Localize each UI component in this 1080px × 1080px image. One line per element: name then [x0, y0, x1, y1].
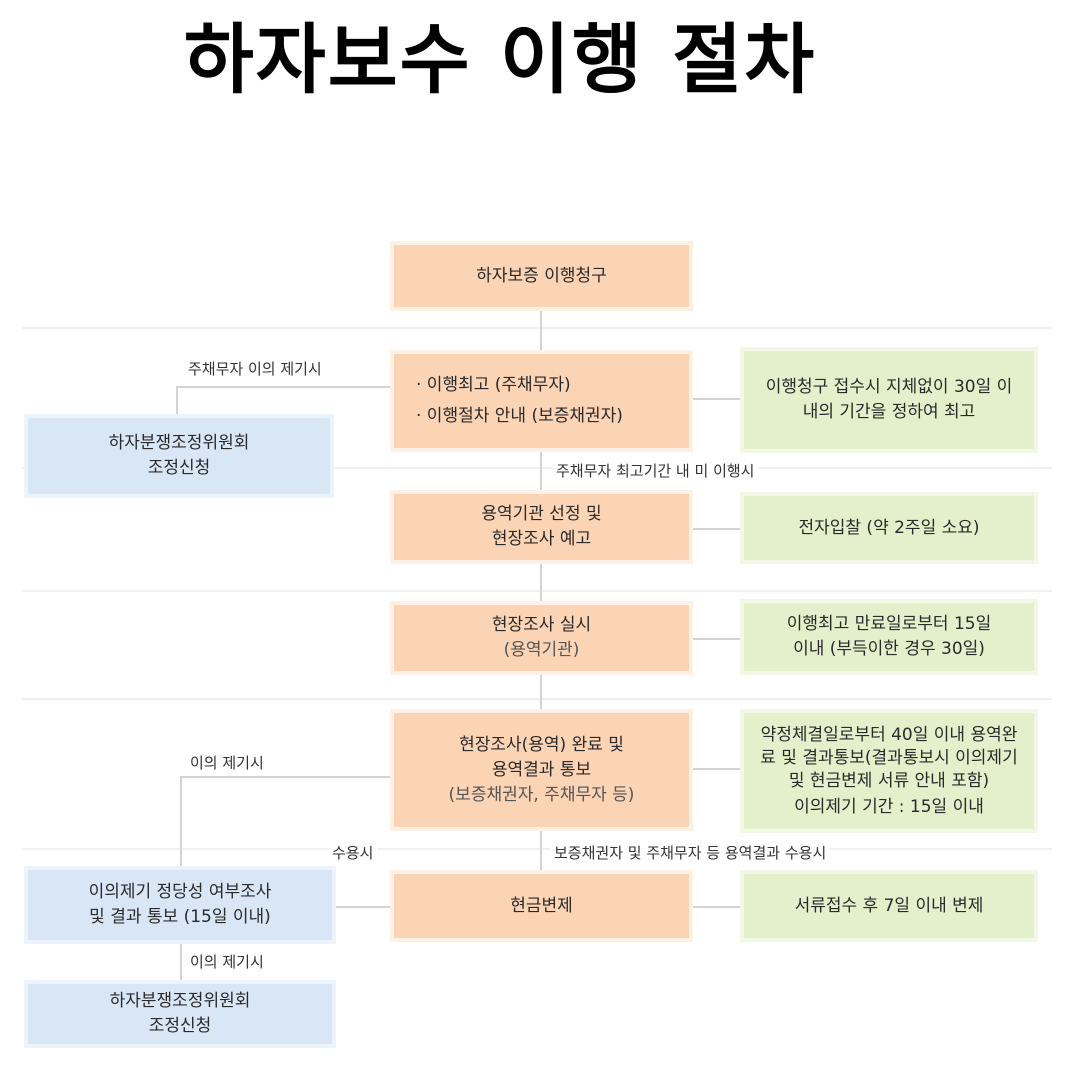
connector-objection-top-h — [176, 386, 394, 388]
label-debtor-objection: 주채무자 이의 제기시 — [184, 358, 326, 379]
background-band — [22, 698, 1052, 700]
step-label: 현장조사 예고 — [491, 529, 592, 549]
background-band — [22, 590, 1052, 592]
step-label: 용역기관 선정 및 — [481, 504, 602, 524]
side-label: 하자분쟁조정위원회 — [109, 991, 251, 1011]
connector-review-cash — [332, 906, 394, 908]
label-objection: 이의 제기시 — [186, 951, 268, 972]
note-text: 전자입찰 (약 2주일 소요) — [798, 517, 980, 538]
step-performance-notice: · 이행최고 (주채무자) · 이행절차 안내 (보증채권자) — [390, 350, 693, 452]
step-label: · 이행최고 (주채무자) — [416, 375, 571, 395]
note-text: 서류접수 후 7일 이내 변제 — [794, 895, 984, 916]
background-band — [22, 848, 1052, 850]
connector-review-committee — [180, 940, 182, 984]
page-title: 하자보수 이행 절차 — [183, 15, 817, 104]
side-label: 조정신청 — [148, 1016, 212, 1036]
step-label: (보증채권자, 주채무자 등) — [448, 784, 635, 805]
connector-notice-note — [689, 398, 744, 400]
note-payment-deadline: 서류접수 후 7일 이내 변제 — [740, 870, 1038, 942]
connector-objection-mid-v — [180, 776, 182, 870]
connector-objection-mid-h — [180, 776, 394, 778]
connector-agency-note — [689, 528, 744, 530]
note-completion-deadline: 약정체결일로부터 40일 이내 용역완료 및 결과통보(결과통보시 이의제기 및… — [740, 709, 1038, 833]
step-survey-complete: 현장조사(용역) 완료 및 용역결과 통보 (보증채권자, 주채무자 등) — [390, 709, 693, 831]
note-text: 약정체결일로부터 40일 이내 용역완료 및 결과통보(결과통보시 이의제기 및… — [760, 724, 1018, 791]
step-label: 용역결과 통보 — [491, 759, 592, 780]
connector-complete-note — [689, 768, 744, 770]
side-label: 이의제기 정당성 여부조사 — [88, 882, 272, 902]
label-all-accept: 보증채권자 및 주채무자 등 용역결과 수용시 — [550, 842, 831, 863]
step-label: (용역기관) — [503, 640, 580, 660]
step-label: 현금변제 — [510, 895, 573, 916]
label-accepted: 수용시 — [328, 842, 378, 863]
side-objection-review: 이의제기 정당성 여부조사 및 결과 통보 (15일 이내) — [24, 866, 336, 944]
note-text: 이행최고 만료일로부터 15일 — [786, 614, 992, 634]
connector-objection-top-v — [176, 386, 178, 418]
label-objection: 이의 제기시 — [186, 752, 268, 773]
step-site-survey: 현장조사 실시 (용역기관) — [390, 601, 693, 675]
side-label: 조정신청 — [147, 458, 211, 478]
note-text: 이행청구 접수시 지체없이 30일 이내의 기간을 정하여 최고 — [765, 377, 1013, 422]
background-band — [22, 467, 1052, 469]
step-cash-payment: 현금변제 — [390, 870, 693, 942]
step-guarantee-claim: 하자보증 이행청구 — [390, 241, 693, 311]
connector-cash-note — [689, 906, 744, 908]
step-label: · 이행절차 안내 (보증채권자) — [416, 406, 623, 426]
note-survey-deadline: 이행최고 만료일로부터 15일 이내 (부득이한 경우 30일) — [740, 599, 1038, 675]
background-band — [22, 327, 1052, 329]
side-label: 및 결과 통보 (15일 이내) — [89, 907, 271, 927]
step-label: 하자보증 이행청구 — [476, 265, 607, 286]
side-dispute-committee-2: 하자분쟁조정위원회 조정신청 — [24, 980, 336, 1048]
connector-survey-note — [689, 638, 744, 640]
label-not-performed: 주채무자 최고기간 내 미 이행시 — [552, 460, 759, 481]
note-text: 이내 (부득이한 경우 30일) — [793, 639, 985, 659]
step-agency-selection: 용역기관 선정 및 현장조사 예고 — [390, 490, 693, 564]
side-label: 하자분쟁조정위원회 — [108, 433, 250, 453]
connector-main-vertical — [540, 307, 542, 870]
note-notice-period: 이행청구 접수시 지체없이 30일 이내의 기간을 정하여 최고 — [740, 347, 1038, 453]
side-dispute-committee-1: 하자분쟁조정위원회 조정신청 — [24, 414, 334, 498]
step-label: 현장조사 실시 — [491, 615, 592, 635]
step-label: 현장조사(용역) 완료 및 — [459, 734, 624, 755]
note-text: 이의제기 기간 : 15일 이내 — [794, 796, 984, 817]
note-electronic-bidding: 전자입찰 (약 2주일 소요) — [740, 492, 1038, 564]
